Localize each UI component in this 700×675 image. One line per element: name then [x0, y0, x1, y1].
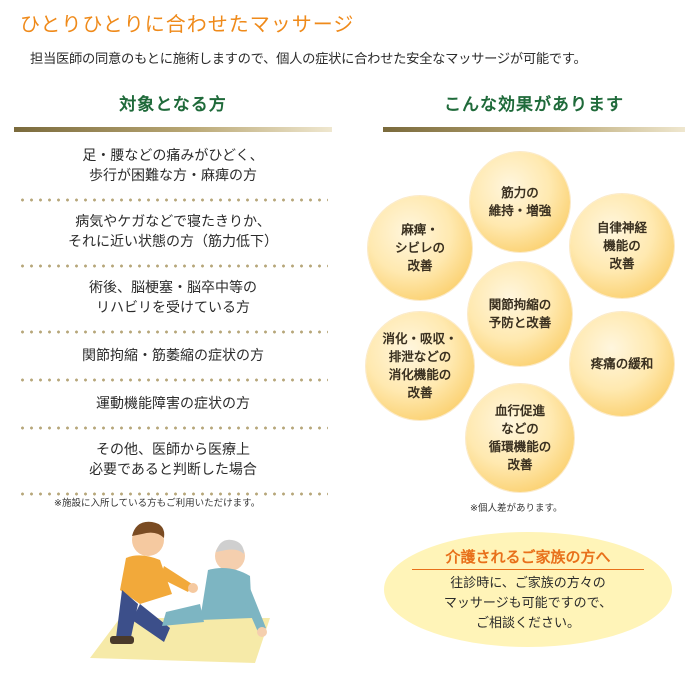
list-item-line: 病気やケガなどで寝たきりか、 [75, 214, 271, 230]
dotted-divider [18, 492, 328, 496]
bubble-paralysis: 麻痺・ シビレの 改善 [368, 196, 472, 300]
dotted-divider [18, 330, 328, 334]
target-heading-bar [14, 127, 332, 132]
bubble-digestion: 消化・吸収・ 排泄などの 消化機能の 改善 [366, 312, 474, 420]
target-list: 足・腰などの痛みがひどく、 歩行が困難な方・麻痺の方 病気やケガなどで寝たきりか… [18, 138, 328, 498]
list-item: 関節拘縮・筋萎縮の症状の方 [18, 336, 328, 376]
dotted-divider [18, 426, 328, 430]
family-body: 往診時に、ご家族の方々の マッサージも可能ですので、 ご相談ください。 [384, 574, 672, 634]
list-item-line: 必要であると判断した場合 [89, 462, 257, 478]
list-item-line: 関節拘縮・筋萎縮の症状の方 [82, 348, 264, 364]
effects-heading-bar [383, 127, 685, 132]
bubble-muscle: 筋力の 維持・増強 [470, 152, 570, 252]
list-item-line: それに近い状態の方（筋力低下） [68, 234, 278, 250]
list-item-line: 足・腰などの痛みがひどく、 [82, 148, 264, 164]
list-item: 運動機能障害の症状の方 [18, 384, 328, 424]
family-title-underline [412, 569, 644, 570]
bubble-autonomic: 自律神経 機能の 改善 [570, 194, 674, 298]
bubble-pain: 疼痛の緩和 [570, 312, 674, 416]
target-note: ※施設に入所している方もご利用いただけます。 [54, 498, 261, 509]
massage-illustration [90, 521, 270, 663]
bubble-circulation: 血行促進 などの 循環機能の 改善 [466, 384, 574, 492]
list-item-line: 術後、脳梗塞・脳卒中等の [89, 280, 257, 296]
list-item: 病気やケガなどで寝たきりか、 それに近い状態の方（筋力低下） [18, 204, 328, 262]
effects-heading-text: こんな効果があります [444, 95, 624, 115]
page-title: ひとりひとりに合わせたマッサージ [20, 12, 355, 36]
family-line: 往診時に、ご家族の方々の [450, 576, 606, 591]
family-title: 介護されるご家族の方へ [445, 548, 611, 566]
dotted-divider [18, 264, 328, 268]
list-item-line: リハビリを受けている方 [96, 300, 250, 316]
bubble-joint: 関節拘縮の 予防と改善 [468, 262, 572, 366]
dotted-divider [18, 198, 328, 202]
list-item: 足・腰などの痛みがひどく、 歩行が困難な方・麻痺の方 [18, 138, 328, 196]
list-item-line: 運動機能障害の症状の方 [96, 396, 250, 412]
family-card [384, 532, 672, 647]
family-line: ご相談ください。 [475, 616, 580, 631]
dotted-divider [18, 378, 328, 382]
family-line: マッサージも可能ですので、 [443, 596, 613, 611]
lead-text: 担当医師の同意のもとに施術しますので、個人の症状に合わせた安全なマッサージが可能… [30, 52, 587, 67]
list-item: 術後、脳梗塞・脳卒中等の リハビリを受けている方 [18, 270, 328, 328]
effects-note: ※個人差があります。 [470, 503, 563, 514]
effects-heading: こんな効果があります [383, 92, 685, 132]
list-item-line: 歩行が困難な方・麻痺の方 [89, 168, 257, 184]
target-heading-text: 対象となる方 [119, 95, 227, 115]
list-item-line: その他、医師から医療上 [96, 442, 250, 458]
target-heading: 対象となる方 [14, 92, 332, 132]
list-item: その他、医師から医療上 必要であると判断した場合 [18, 432, 328, 490]
